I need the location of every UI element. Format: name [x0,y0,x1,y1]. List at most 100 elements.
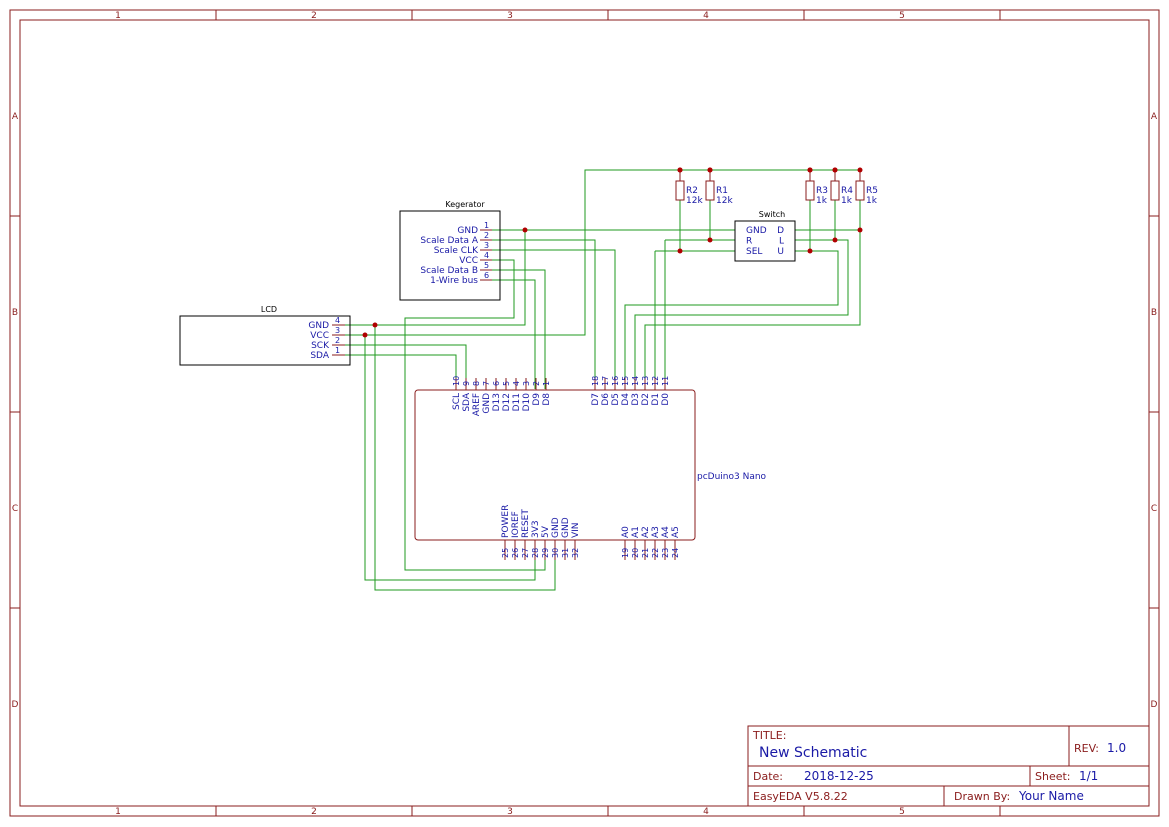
lcd-pin-number: 2 [335,336,340,345]
lcd-pin-name: GND [308,321,329,331]
col-label-top: 2 [311,11,317,21]
switch-pin-right: L [779,237,784,247]
kegerator-pin-name: Scale CLK [434,246,479,256]
kegerator-pin-number: 4 [484,251,489,260]
switch-pin-left: SEL [746,247,762,257]
mcu-pin-name: GND [551,517,561,538]
title-label: TITLE: [752,729,786,742]
rev-value: 1.0 [1107,741,1126,755]
mcu-pin-name: A1 [631,526,641,538]
mcu-pin-number: 7 [482,381,491,386]
mcu-title: pcDuino3 Nano [697,472,767,482]
row-label-right: C [1151,504,1157,514]
mcu-pin-name: 3V3 [531,520,541,538]
kegerator-pin-number: 1 [484,221,489,230]
mcu-pin-name: D4 [621,393,631,406]
mcu-pin-number: 18 [591,376,600,386]
mcu-pin-number: 2 [532,381,541,386]
mcu-pin-name: RESET [521,509,531,538]
row-label-left: A [12,112,19,122]
resistor-ref: R3 [816,186,828,196]
kegerator-pin-name: 1-Wire bus [430,276,478,286]
resistor-value: 1k [816,196,828,206]
date-label: Date: [753,770,783,783]
col-label-bottom: 5 [899,807,905,817]
pcduino-component[interactable]: pcDuino3 Nano 10SCL9SDA8AREF7GND6D135D12… [414,376,767,560]
col-label-top: 1 [115,11,121,21]
mcu-pin-number: 22 [651,548,660,558]
mcu-pin-number: 14 [631,376,640,386]
wire-scale-data-b [492,269,546,389]
lcd-pin-name: SDA [310,351,329,361]
col-label-top: 3 [507,11,513,21]
resistor-value: 1k [866,196,878,206]
mcu-pin-name: 5V [541,525,551,538]
mcu-pin-number: 19 [621,548,630,558]
wire-vcc-kegerator [404,259,546,571]
lcd-title: LCD [261,305,277,314]
kegerator-pin-number: 2 [484,231,489,240]
resistor-junction [857,167,863,173]
mcu-pin-number: 31 [561,548,570,558]
mcu-pin-number: 12 [651,376,660,386]
switch-pin-left: R [746,237,752,247]
resistor-ref: R2 [686,186,698,196]
mcu-pin-name: POWER [501,505,511,538]
kegerator-pin-number: 3 [484,241,489,250]
mcu-pin-name: D9 [532,393,542,406]
row-label-left: C [12,504,18,514]
mcu-pin-name: A5 [671,526,681,538]
mcu-pin-name: D0 [661,393,671,406]
wire-one-wire [492,279,536,389]
resistor-value: 12k [716,196,733,206]
switch-pin-left: GND [746,226,767,236]
wire-lcd-vcc-5v [364,335,536,581]
mcu-pin-name: D3 [631,393,641,406]
mcu-pin-number: 26 [511,548,520,558]
mcu-pin-name: D5 [611,393,621,406]
mcu-pin-number: 28 [531,548,540,558]
wire-scale-clk [492,249,616,389]
mcu-pin-name: D12 [502,393,512,411]
mcu-pin-name: A4 [661,526,671,538]
kegerator-pin-number: 5 [484,261,489,270]
mcu-pin-number: 11 [661,376,670,386]
lcd-pin-number: 1 [335,346,340,355]
mcu-pin-name: D13 [492,393,502,411]
switch-pin-right: U [777,247,784,257]
mcu-pin-number: 20 [631,548,640,558]
schematic-title: New Schematic [759,745,867,761]
wire-lcd-sda [345,354,457,389]
mcu-pin-name: GND [561,517,571,538]
col-label-bottom: 2 [311,807,317,817]
mcu-pin-name: D6 [601,393,611,406]
wire-scale-data-a [492,239,596,389]
mcu-pin-name: A0 [621,526,631,538]
mcu-pin-name: AREF [472,393,482,416]
mcu-pin-number: 15 [621,376,630,386]
col-label-bottom: 3 [507,807,513,817]
row-label-right: B [1151,308,1157,318]
mcu-pin-name: VIN [571,522,581,538]
lcd-pin-name: VCC [310,331,329,341]
mcu-pin-number: 21 [641,548,650,558]
kegerator-pin-name: VCC [459,256,478,266]
switch-pin-right: D [777,226,784,236]
mcu-pin-name: A3 [651,526,661,538]
mcu-pin-number: 13 [641,376,650,386]
mcu-pin-number: 30 [551,548,560,558]
mcu-pin-number: 5 [502,381,511,386]
junctions [362,167,863,338]
mcu-pin-number: 16 [611,376,620,386]
mcu-pin-name: A2 [641,526,651,538]
drawn-by-label: Drawn By: [954,790,1010,803]
mcu-pin-number: 25 [501,548,510,558]
mcu-pin-number: 1 [542,381,551,386]
